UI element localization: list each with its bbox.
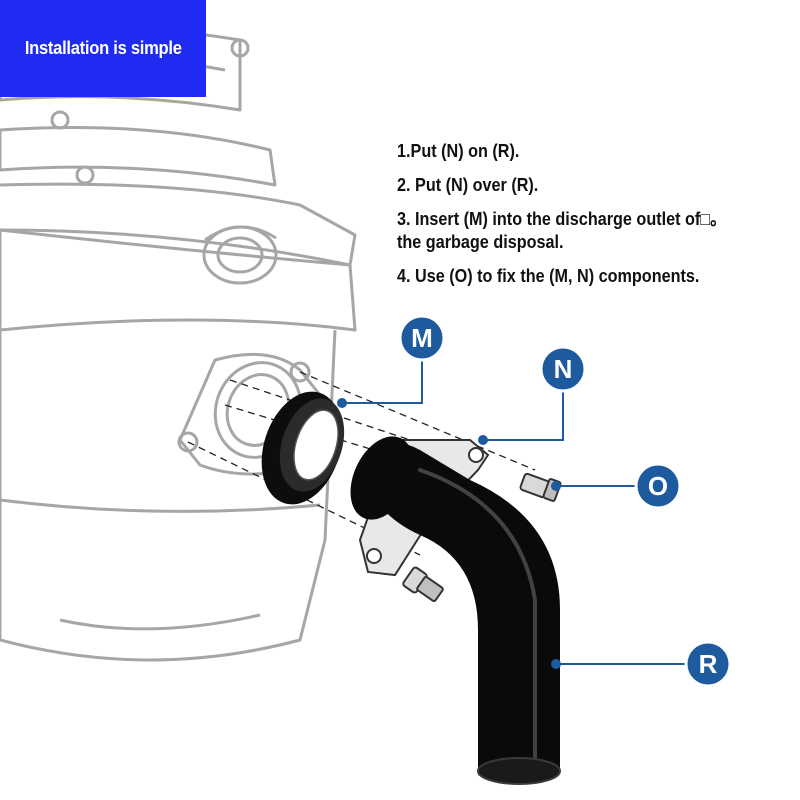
svg-text:M: M [411,323,433,353]
callout-badge-m: M [398,314,446,362]
step-1: 1.Put (N) on (R). [397,141,520,161]
step-4: 4. Use (O) to fix the (M, N) components. [397,266,700,286]
step-3: 3. Insert (M) into the discharge outlet … [397,209,731,252]
svg-text:O: O [648,471,668,501]
callout-leaders [342,359,686,665]
banner-title: Installation is simple [24,38,182,58]
elbow-pipe-r [350,436,561,785]
gasket-ring-m [261,391,345,505]
callout-anchor-dots [337,398,561,669]
callout-badge-r: R [684,640,732,688]
step-2: 2. Put (N) over (R). [397,175,539,195]
svg-text:N: N [554,354,573,384]
garbage-disposal-illustration [0,25,357,662]
instruction-steps: 1.Put (N) on (R). 2. Put (N) over (R). 3… [397,140,792,299]
svg-text:R: R [699,649,718,679]
title-banner: Installation is simple [0,0,206,97]
screw-o-upper [519,472,562,502]
callout-badge-n: N [539,345,587,393]
callout-badge-o: O [634,462,682,510]
screw-o-lower [402,566,444,603]
